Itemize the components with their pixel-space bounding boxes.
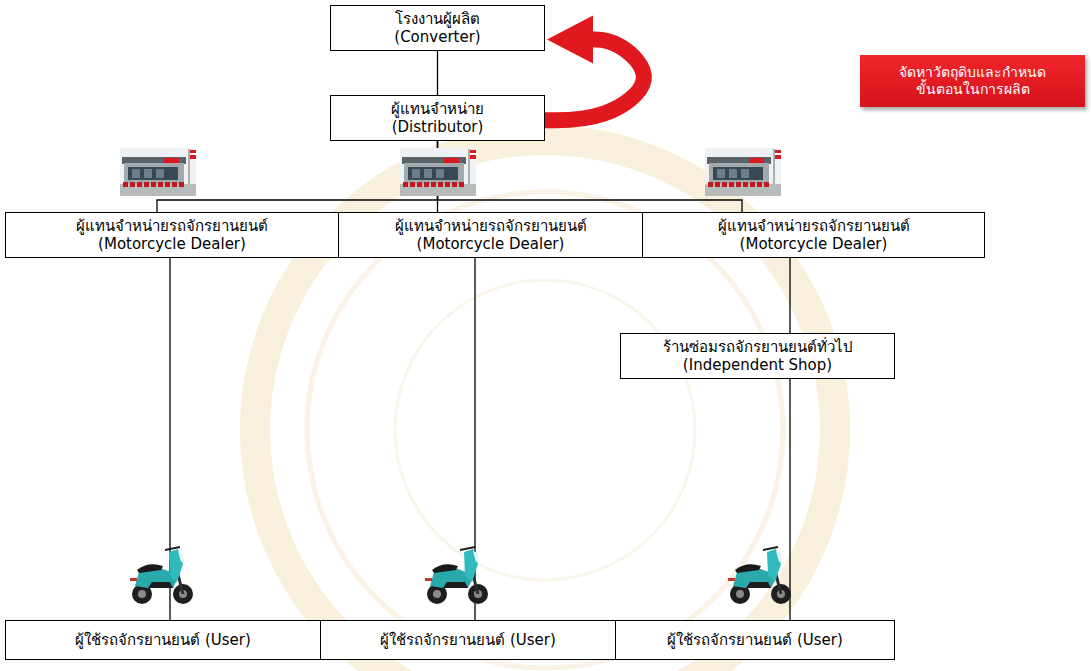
node-text: ผู้ใช้รถจักรยานยนต์ (User) (667, 631, 843, 649)
connector-line (437, 51, 438, 95)
node-text: จัดหาวัตถุดิบและกำหนด ขั้นตอนในการผลิต (898, 64, 1048, 98)
dealer-box: ผู้แทนจำหน่ายรถจักรยานยนต์ (Motorcycle D… (642, 212, 985, 258)
node-text: ผู้แทนจำหน่าย (Distributor) (390, 100, 486, 136)
dealer-box: ผู้แทนจำหน่ายรถจักรยานยนต์ (Motorcycle D… (5, 212, 339, 258)
user-box: ผู้ใช้รถจักรยานยนต์ (User) (615, 620, 895, 660)
curved-arrow (545, 40, 644, 121)
shop-box: ร้านซ่อมรถจักรยานยนต์ทั่วไป (Independent… (620, 333, 895, 379)
callout-box: จัดหาวัตถุดิบและกำหนด ขั้นตอนในการผลิต (860, 55, 1085, 107)
user-box: ผู้ใช้รถจักรยานยนต์ (User) (5, 620, 321, 660)
node-text: ผู้ใช้รถจักรยานยนต์ (User) (75, 631, 251, 649)
node-text: ผู้ใช้รถจักรยานยนต์ (User) (380, 631, 556, 649)
dealer-box: ผู้แทนจำหน่ายรถจักรยานยนต์ (Motorcycle D… (338, 212, 643, 258)
scooter-picture (728, 547, 791, 604)
arrow-head (547, 16, 593, 64)
node-text: ผู้แทนจำหน่ายรถจักรยานยนต์ (Motorcycle D… (75, 217, 270, 253)
node-text: ผู้แทนจำหน่ายรถจักรยานยนต์ (Motorcycle D… (393, 217, 588, 253)
scooter-picture (130, 547, 193, 604)
scooter-picture (425, 547, 488, 604)
connector-line (438, 141, 743, 212)
process-box: โรงงานผู้ผลิต (Converter) (330, 5, 545, 51)
dealership-photo (120, 148, 196, 196)
process-box: ผู้แทนจำหน่าย (Distributor) (330, 95, 545, 141)
node-text: ร้านซ่อมรถจักรยานยนต์ทั่วไป (Independent… (661, 338, 854, 374)
dealership-photo (400, 148, 476, 196)
node-text: โรงงานผู้ผลิต (Converter) (393, 10, 483, 46)
user-box: ผู้ใช้รถจักรยานยนต์ (User) (320, 620, 616, 660)
watermark-logo (395, 280, 695, 580)
connector-line (789, 258, 790, 333)
node-text: ผู้แทนจำหน่ายรถจักรยานยนต์ (Motorcycle D… (716, 217, 911, 253)
connector-line (157, 141, 438, 212)
connector-line (789, 379, 790, 620)
watermark-logo (307, 192, 783, 668)
dealership-photo (705, 148, 781, 196)
